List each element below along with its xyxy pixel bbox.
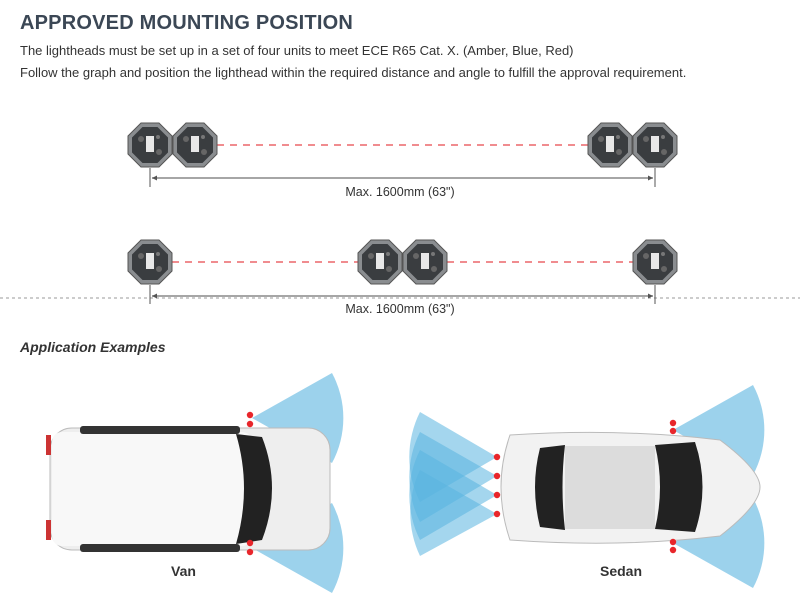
examples-heading: Application Examples — [20, 339, 166, 355]
description-line-2: Follow the graph and position the lighth… — [20, 65, 687, 80]
lighthead-icon — [127, 239, 173, 285]
description-line-1: The lightheads must be set up in a set o… — [20, 43, 574, 58]
lighthead-icon — [127, 122, 173, 168]
van-label: Van — [171, 563, 196, 579]
sedan-label: Sedan — [600, 563, 643, 579]
van-illustration — [46, 373, 344, 593]
dimension-label-2: Max. 1600mm (63") — [345, 302, 455, 316]
lighthead-icon — [172, 122, 218, 168]
lighthead-icon — [632, 122, 678, 168]
lighthead-icon — [632, 239, 678, 285]
lighthead-icon — [402, 239, 448, 285]
sedan-illustration — [409, 385, 765, 588]
lighthead-icon — [587, 122, 633, 168]
dimension-label-1: Max. 1600mm (63") — [345, 185, 455, 199]
page-title: APPROVED MOUNTING POSITION — [20, 12, 354, 34]
lighthead-icon — [357, 239, 403, 285]
